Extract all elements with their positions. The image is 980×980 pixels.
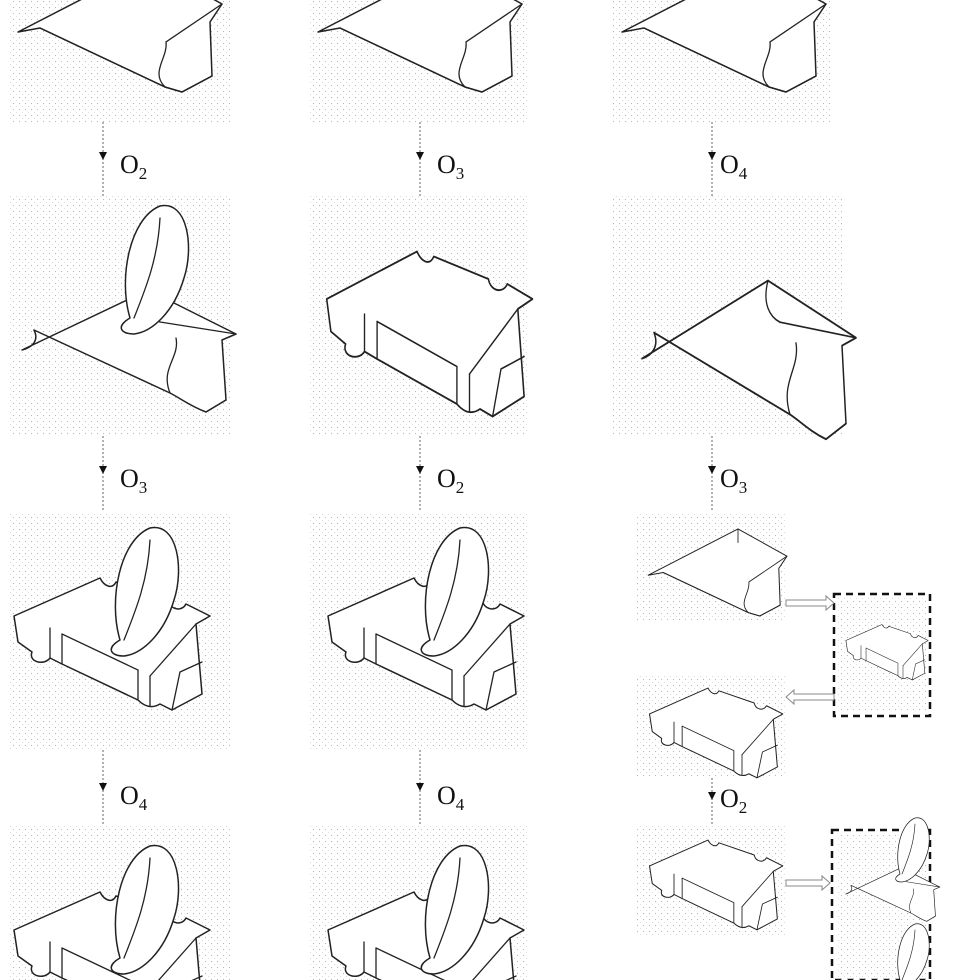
- col3-stage4: [636, 826, 786, 936]
- op-label-col1-1: O2: [120, 150, 148, 183]
- col3-stage3a: [636, 514, 788, 620]
- op-label-col2-3: O4: [437, 781, 465, 814]
- col2-stage1: [308, 0, 528, 122]
- col3-stage1: [612, 0, 832, 122]
- col1-stage2: [10, 196, 237, 436]
- col2-stage3: [308, 512, 528, 750]
- op-label-col3-2: O3: [720, 464, 748, 497]
- op-label-col1-2: O3: [120, 464, 148, 497]
- op-label-col2-2: O2: [437, 464, 465, 497]
- col3-inset-2: [830, 817, 941, 980]
- col1-stage1: [10, 0, 230, 122]
- op-label-col3-3: O2: [720, 784, 748, 817]
- op-label-col1-3: O4: [120, 781, 148, 814]
- col3-transfer-arrows: [785, 594, 835, 706]
- col3-inset-1: [832, 592, 932, 718]
- col3-transfer-arrow-2: [785, 874, 831, 892]
- col1-stage4: [10, 826, 230, 980]
- col2-stage2: [308, 196, 534, 436]
- op-label-col3-1: O4: [720, 150, 748, 183]
- col3-stage2: [612, 196, 857, 441]
- col3-stage3b: [636, 674, 786, 779]
- col2-stage4: [308, 826, 528, 980]
- op-label-col2-1: O3: [437, 150, 465, 183]
- col1-stage3: [10, 512, 230, 750]
